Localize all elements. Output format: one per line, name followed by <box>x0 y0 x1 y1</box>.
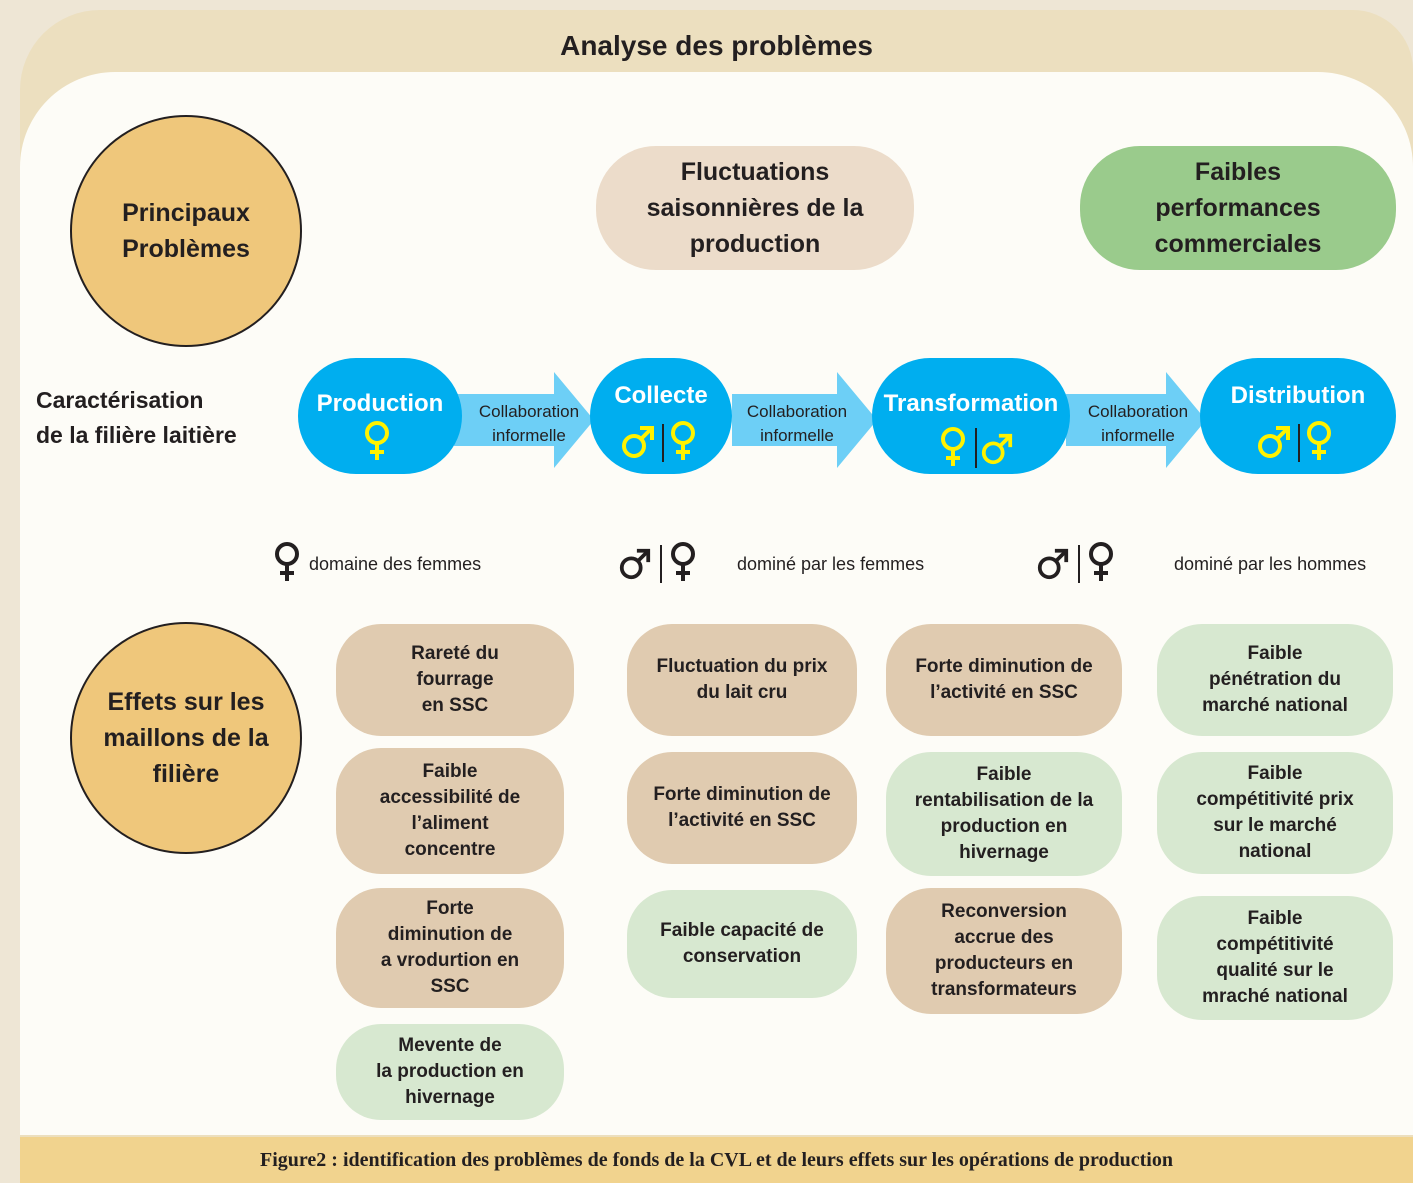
legend-male-dominated: dominé par les hommes <box>1174 554 1367 574</box>
link-label-1: Collaboration informelle <box>478 402 580 445</box>
stage-transformation-label: Transformation <box>883 390 1059 417</box>
effect-box: Faible accessibilité de l’aliment concen… <box>336 748 564 874</box>
stage-distribution: Distribution <box>1200 358 1396 474</box>
effect-box: Faible pénétration du marché national <box>1157 624 1393 736</box>
stage-collecte-label: Collecte <box>614 382 708 409</box>
legend-female-domain: domaine des femmes <box>309 554 482 574</box>
stage-collecte: Collecte <box>590 358 732 474</box>
effect-box: Rareté du fourrage en SSC <box>336 624 574 736</box>
male-female-icon <box>1037 542 1113 583</box>
effect-box: Faible compétitivité prix sur le marché … <box>1157 752 1393 874</box>
problem-weak-commercial-performance: Faibles performances commerciales <box>1080 146 1396 270</box>
link-label-2: Collaboration informelle <box>746 402 848 445</box>
male-female-icon <box>622 421 695 462</box>
characterisation-label: Caractérisation de la filière laitière <box>36 387 237 448</box>
male-female-icon <box>619 542 695 583</box>
main-problems-circle: Principaux Problèmes <box>70 115 302 347</box>
link-label-3: Collaboration informelle <box>1087 402 1189 445</box>
arrow-right-icon <box>454 372 594 468</box>
female-icon <box>365 421 389 462</box>
effect-box: Forte diminution de l’activité en SSC <box>627 752 857 864</box>
effect-box: Mevente de la production en hivernage <box>336 1024 564 1120</box>
effect-box: Reconversion accrue des producteurs en t… <box>886 888 1122 1014</box>
effect-box: Forte diminution de l’activité en SSC <box>886 624 1122 736</box>
arrow-right-icon <box>732 372 877 468</box>
stage-distribution-label: Distribution <box>1230 382 1366 409</box>
problem-seasonal-fluctuations: Fluctuations saisonnières de la producti… <box>596 146 914 270</box>
main-problems-label: Principaux Problèmes <box>122 198 250 263</box>
stage-production-label: Production <box>316 390 444 417</box>
figure-title: Analyse des problèmes <box>560 30 873 61</box>
effects-label: Effets sur les maillons de la filière <box>103 687 269 789</box>
female-icon <box>275 542 299 583</box>
arrow-right-icon <box>1066 372 1206 468</box>
effect-box: Faible capacité de conservation <box>627 890 857 998</box>
male-female-icon <box>1258 421 1331 462</box>
effect-box: Forte diminution de a vrodurtion en SSC <box>336 888 564 1008</box>
effect-box: Faible rentabilisation de la production … <box>886 752 1122 876</box>
effect-box: Fluctuation du prix du lait cru <box>627 624 857 736</box>
stage-transformation: Transformation <box>872 358 1070 474</box>
effects-circle: Effets sur les maillons de la filière <box>70 622 302 854</box>
effect-box: Faible compétitivité qualité sur le mrac… <box>1157 896 1393 1020</box>
figure-caption: Figure2 : identification des problèmes d… <box>20 1137 1413 1183</box>
female-male-icon <box>941 427 1013 468</box>
legend-female-dominated: dominé par les femmes <box>737 554 925 574</box>
stage-production: Production <box>298 358 462 474</box>
